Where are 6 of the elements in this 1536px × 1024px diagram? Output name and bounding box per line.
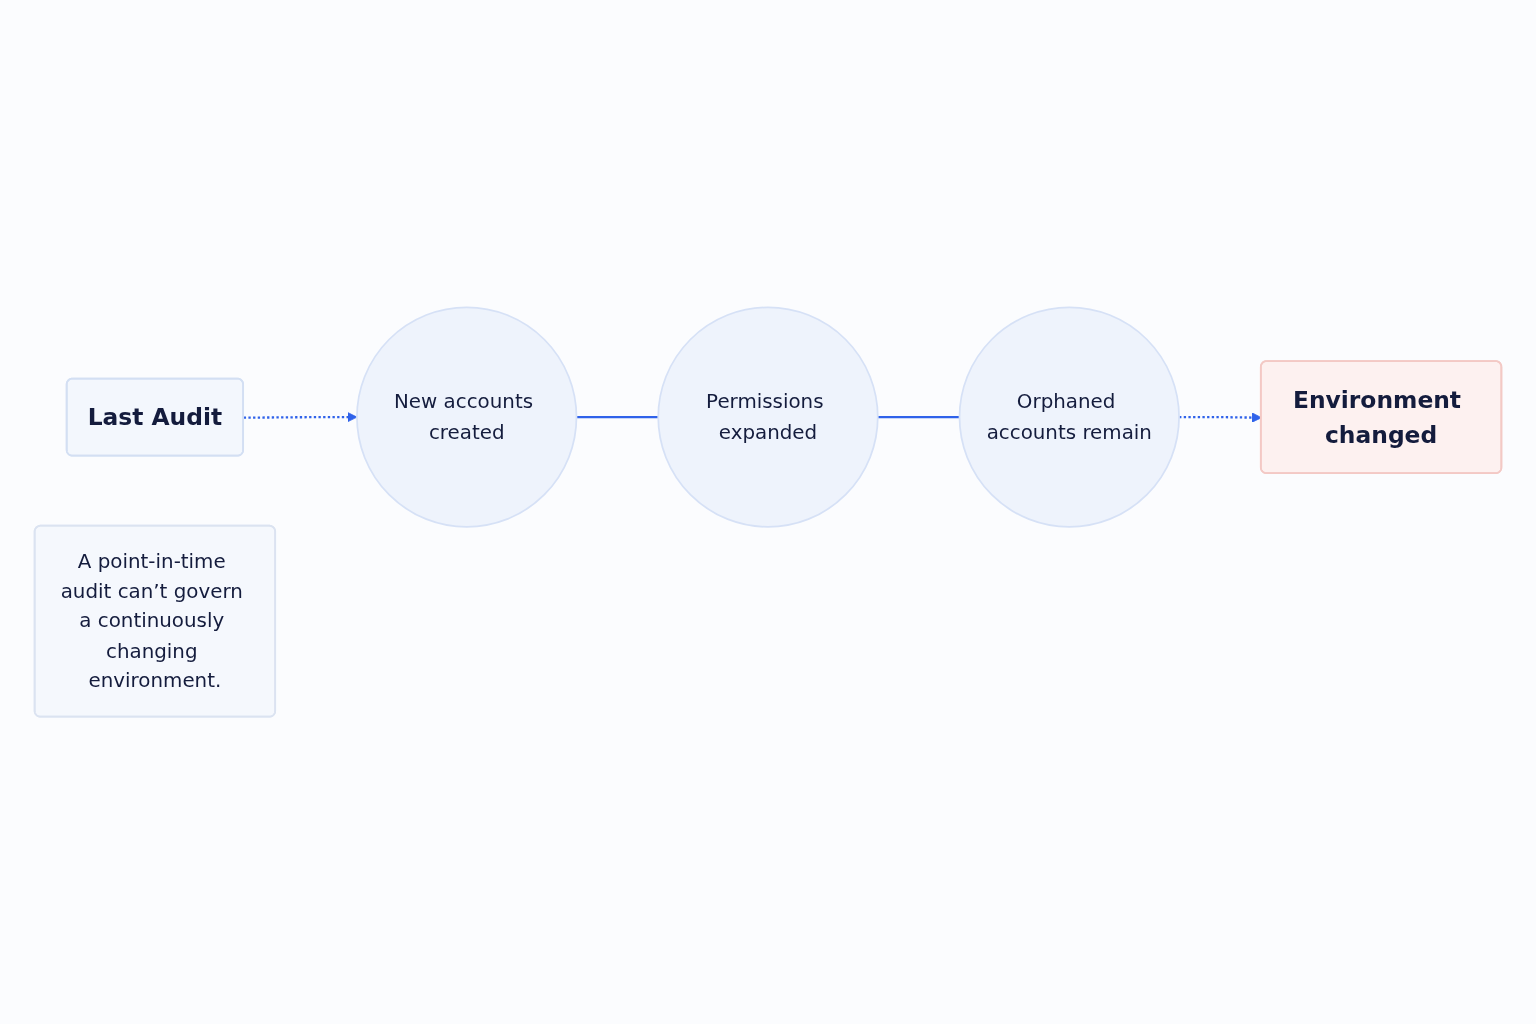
node-circle: Permissions expanded: [657, 306, 879, 528]
connector: [877, 415, 960, 419]
arrow: [243, 412, 358, 423]
node-circle: New accounts created: [356, 306, 578, 528]
node-circle: Orphaned accounts remain: [958, 306, 1180, 528]
connector: [576, 415, 659, 419]
